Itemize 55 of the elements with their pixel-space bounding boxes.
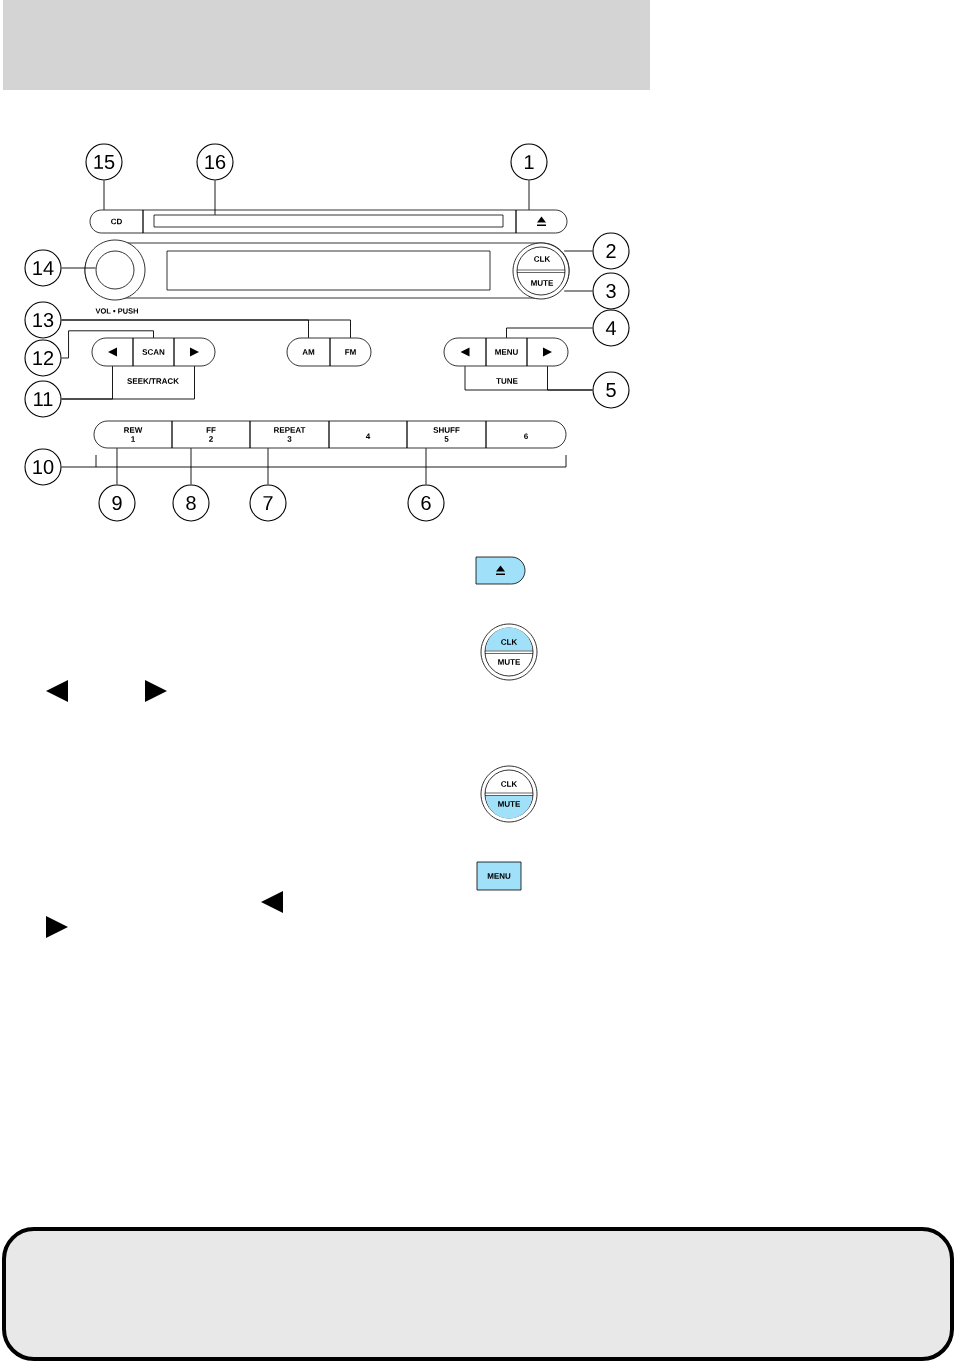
am-button: AM [286, 337, 331, 367]
preset-button: 6 [485, 420, 567, 449]
leader-line [563, 290, 593, 292]
scan-button: SCAN [132, 337, 175, 367]
leader-line [61, 330, 154, 359]
control-label: TUNE [496, 378, 518, 384]
leader-line [190, 447, 192, 485]
leader-line [61, 365, 195, 400]
eject-button-icon [475, 556, 526, 585]
callout-number: 9 [98, 484, 136, 522]
clock-mute-knob [512, 242, 570, 300]
eject-button [515, 209, 568, 234]
callout-number: 16 [196, 143, 234, 181]
leader-line [563, 250, 593, 252]
preset-button: SHUFF 5 [406, 420, 487, 449]
callout-number: 7 [249, 484, 287, 522]
callout-number: 14 [24, 249, 62, 287]
display-screen [166, 250, 491, 291]
callout-number: 3 [592, 272, 630, 310]
leader-line [267, 447, 269, 485]
leader-line [103, 180, 105, 211]
callout-number: 13 [24, 301, 62, 339]
preset-button: 4 [328, 420, 408, 449]
leader-line [61, 466, 97, 468]
leader-line [528, 180, 530, 211]
callout-number: 6 [407, 484, 445, 522]
fm-button: FM [329, 337, 372, 367]
callout-number: 15 [85, 143, 123, 181]
leader-line [61, 267, 97, 269]
cd-button: CD [89, 209, 144, 234]
preset-button: FF 2 [171, 420, 251, 449]
leader-line [547, 365, 593, 391]
tune-right-button [526, 337, 569, 367]
preset-button: REW 1 [93, 420, 173, 449]
leader-line [214, 180, 216, 216]
leader-line [425, 447, 427, 485]
callout-number: 2 [592, 232, 630, 270]
seek-left-button [91, 337, 134, 367]
leader-line [506, 327, 593, 339]
control-label: SEEK/TRACK [127, 378, 179, 384]
menu-button: MENU [485, 337, 528, 367]
seek-right-button [173, 337, 216, 367]
callout-number: 11 [24, 380, 62, 418]
callout-number: 12 [24, 339, 62, 377]
callout-number: 4 [592, 309, 630, 347]
callout-number: 1 [510, 143, 548, 181]
callout-number: 5 [592, 371, 630, 409]
mute-label: MUTE [531, 280, 553, 286]
tune-left-button [443, 337, 487, 367]
callout-number: 8 [172, 484, 210, 522]
preset-button: REPEAT 3 [249, 420, 330, 449]
clock-label: CLK [534, 256, 551, 262]
disc-slot [153, 214, 504, 228]
leader-line [116, 447, 118, 485]
callout-number: 10 [24, 448, 62, 486]
